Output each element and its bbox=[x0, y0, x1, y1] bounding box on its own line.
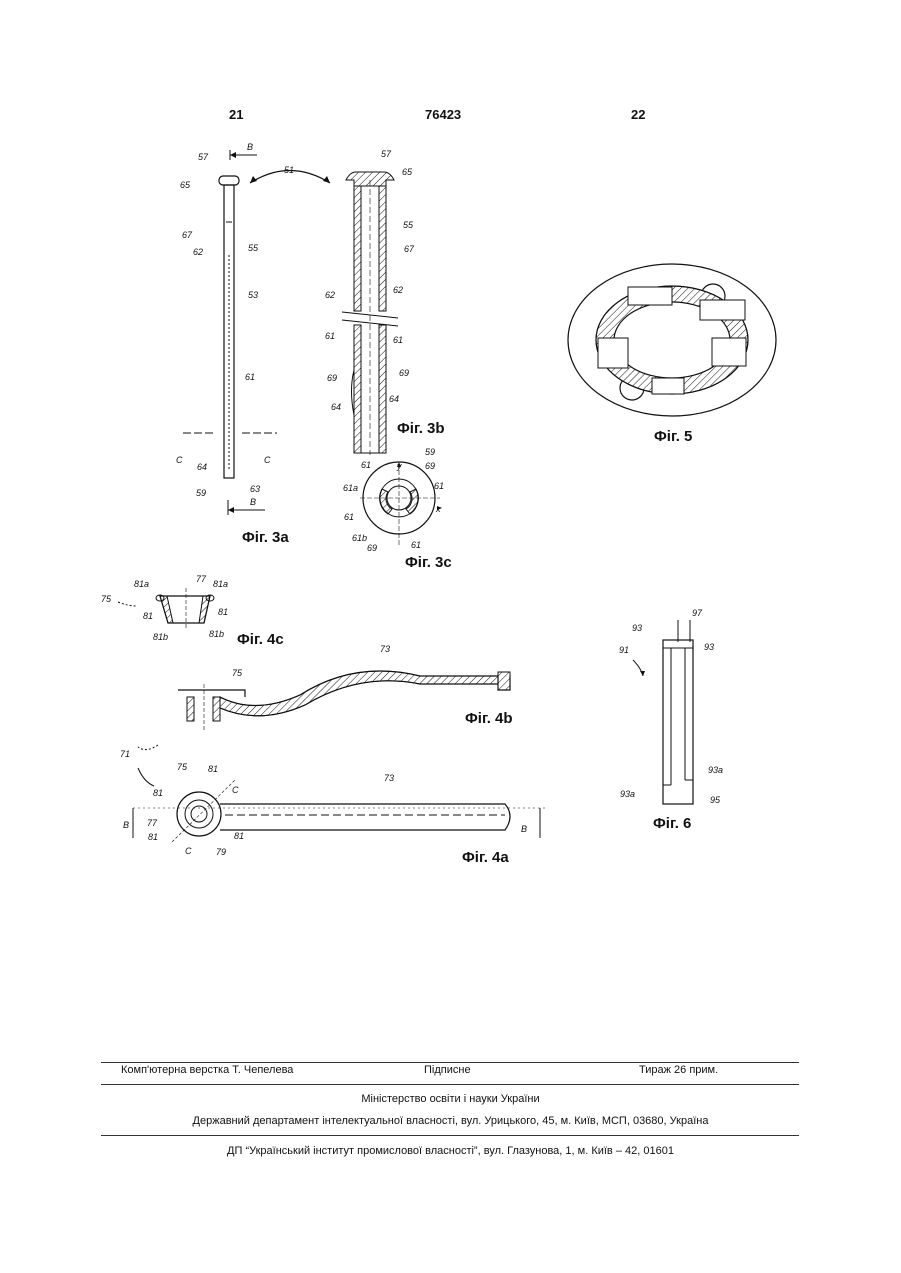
footer-layout-credit: Комп'ютерна верстка Т. Чепелева bbox=[121, 1064, 293, 1076]
label-64: 64 bbox=[331, 402, 341, 412]
label-C: C bbox=[232, 785, 239, 795]
label-B: B bbox=[250, 497, 256, 507]
label-C: C bbox=[264, 455, 271, 465]
figure-3a: 57 B 65 67 62 55 53 61 C C 64 59 63 B Фі… bbox=[176, 142, 289, 546]
figure-4b-caption: Фіг. 4b bbox=[465, 710, 513, 727]
footer-rule-middle bbox=[101, 1084, 799, 1085]
label-61: 61 bbox=[361, 460, 371, 470]
label-62: 62 bbox=[393, 285, 403, 295]
label-y: y bbox=[396, 461, 402, 471]
footer-ministry: Міністерство освіти і науки України bbox=[0, 1093, 901, 1105]
figure-4c: 77 81a 81a 75 81 81 81b 81b Фіг. 4с bbox=[101, 574, 284, 648]
label-C: C bbox=[185, 846, 192, 856]
figure-3b: 57 65 55 67 62 62 61 61 69 69 64 64 Фіг.… bbox=[325, 149, 445, 455]
label-61a: 61a bbox=[343, 483, 358, 493]
label-61: 61 bbox=[325, 331, 335, 341]
label-61: 61 bbox=[393, 335, 403, 345]
figure-4a: 71 75 81 81 73 C B 77 81 81 79 C B Фіг. … bbox=[120, 745, 545, 866]
label-81a: 81a bbox=[213, 579, 228, 589]
footer-circulation: Тираж 26 прим. bbox=[639, 1064, 718, 1076]
figure-5-caption: Фіг. 5 bbox=[654, 428, 692, 445]
label-B: B bbox=[247, 142, 253, 152]
figure-3c: 59 61 y 69 61a 61 61 x 61b 69 61 Фіг. 3с bbox=[343, 447, 452, 571]
label-81b: 81b bbox=[153, 632, 168, 642]
figure-4b: 73 75 Фіг. 4b bbox=[178, 644, 513, 730]
label-75: 75 bbox=[101, 594, 112, 604]
label-81: 81 bbox=[218, 607, 228, 617]
footer-signed: Підписне bbox=[424, 1064, 471, 1076]
label-77: 77 bbox=[147, 818, 158, 828]
label-73: 73 bbox=[380, 644, 390, 654]
figure-6: 97 93 93 91 93а 93а 95 Фіг. 6 bbox=[619, 608, 723, 832]
label-93a: 93а bbox=[620, 789, 635, 799]
label-61: 61 bbox=[245, 372, 255, 382]
label-93a: 93а bbox=[708, 765, 723, 775]
label-57: 57 bbox=[198, 152, 209, 162]
label-69: 69 bbox=[399, 368, 409, 378]
label-69: 69 bbox=[327, 373, 337, 383]
label-64: 64 bbox=[389, 394, 399, 404]
label-59: 59 bbox=[425, 447, 435, 457]
label-61: 61 bbox=[434, 481, 444, 491]
label-81: 81 bbox=[148, 832, 158, 842]
label-81: 81 bbox=[153, 788, 163, 798]
footer-institute: ДП “Український інститут промислової вла… bbox=[0, 1145, 901, 1157]
label-61b: 61b bbox=[352, 533, 367, 543]
label-97: 97 bbox=[692, 608, 703, 618]
figure-3b-caption: Фіг. 3b bbox=[397, 420, 445, 437]
label-57: 57 bbox=[381, 149, 392, 159]
figure-3c-caption: Фіг. 3с bbox=[405, 554, 452, 571]
label-C: C bbox=[176, 455, 183, 465]
label-81: 81 bbox=[208, 764, 218, 774]
label-81: 81 bbox=[234, 831, 244, 841]
label-65: 65 bbox=[180, 180, 191, 190]
label-55: 55 bbox=[248, 243, 259, 253]
figure-4a-caption: Фіг. 4а bbox=[462, 849, 509, 866]
label-x: x bbox=[435, 504, 441, 514]
figure-51-arrow: 51 bbox=[250, 165, 330, 183]
label-67: 67 bbox=[404, 244, 415, 254]
footer-rule-top bbox=[101, 1062, 799, 1063]
footer-department: Державний департамент інтелектуальної вл… bbox=[0, 1115, 901, 1127]
label-69: 69 bbox=[367, 543, 377, 553]
figure-5: Фіг. 5 bbox=[568, 264, 776, 445]
label-53: 53 bbox=[248, 290, 258, 300]
figure-4c-caption: Фіг. 4с bbox=[237, 631, 284, 648]
label-93: 93 bbox=[632, 623, 642, 633]
label-67: 67 bbox=[182, 230, 193, 240]
label-75: 75 bbox=[232, 668, 243, 678]
label-81a: 81a bbox=[134, 579, 149, 589]
footer-rule-bottom bbox=[101, 1135, 799, 1136]
label-77: 77 bbox=[196, 574, 207, 584]
label-B: B bbox=[123, 820, 129, 830]
label-81b: 81b bbox=[209, 629, 224, 639]
label-62: 62 bbox=[193, 247, 203, 257]
label-93: 93 bbox=[704, 642, 714, 652]
label-55: 55 bbox=[403, 220, 414, 230]
label-64: 64 bbox=[197, 462, 207, 472]
label-73: 73 bbox=[384, 773, 394, 783]
label-63: 63 bbox=[250, 484, 260, 494]
label-61: 61 bbox=[344, 512, 354, 522]
label-79: 79 bbox=[216, 847, 226, 857]
label-75: 75 bbox=[177, 762, 188, 772]
label-62: 62 bbox=[325, 290, 335, 300]
label-69: 69 bbox=[425, 461, 435, 471]
figure-3a-caption: Фіг. 3а bbox=[242, 529, 289, 546]
label-59: 59 bbox=[196, 488, 206, 498]
label-71: 71 bbox=[120, 749, 130, 759]
label-61: 61 bbox=[411, 540, 421, 550]
label-65: 65 bbox=[402, 167, 413, 177]
label-51: 51 bbox=[284, 165, 294, 175]
label-91: 91 bbox=[619, 645, 629, 655]
label-81: 81 bbox=[143, 611, 153, 621]
label-95: 95 bbox=[710, 795, 721, 805]
figure-6-caption: Фіг. 6 bbox=[653, 815, 691, 832]
label-B: B bbox=[521, 824, 527, 834]
